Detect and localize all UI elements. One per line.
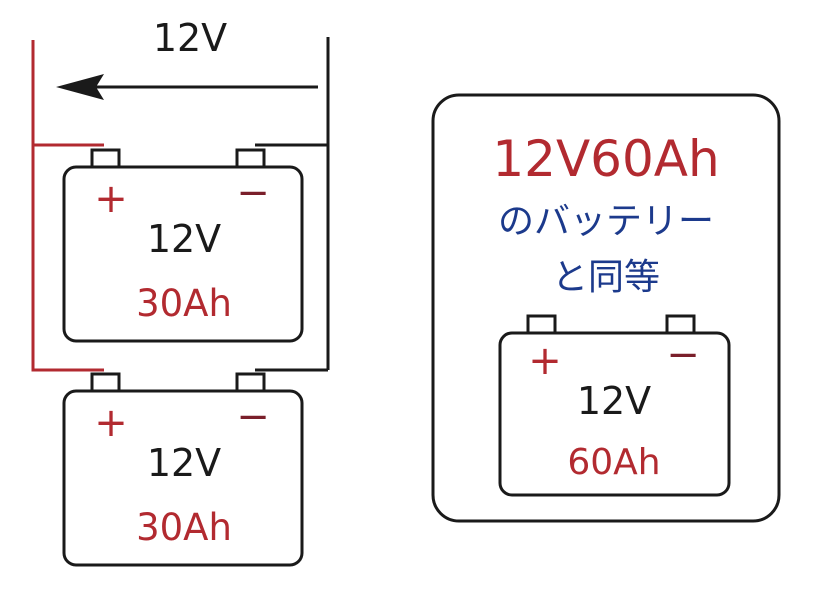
- battery-bottom-body: [62, 389, 304, 567]
- battery-equivalent-body: [498, 331, 731, 497]
- battery-bottom-voltage: 12V: [147, 441, 221, 485]
- total-voltage-label: 12V: [153, 16, 227, 60]
- battery-bottom-plus-sign: +: [94, 400, 128, 446]
- battery-top-body: [62, 165, 304, 343]
- battery-equivalent-voltage: 12V: [577, 379, 651, 423]
- equivalent-line2: と同等: [552, 257, 660, 298]
- battery-top-negative-terminal: [235, 148, 266, 169]
- battery-equivalent-capacity: 60Ah: [567, 442, 660, 483]
- battery-equivalent-plus-sign: +: [528, 338, 562, 384]
- equivalent-headline: 12V60Ah: [492, 130, 719, 188]
- battery-bottom: + − 12V 30Ah: [62, 372, 304, 567]
- battery-top-minus-sign: −: [236, 170, 270, 216]
- battery-top-capacity: 30Ah: [136, 282, 232, 325]
- battery-equivalent: + − 12V 60Ah: [498, 314, 731, 497]
- positive-wire: [31, 143, 104, 372]
- battery-top: + − 12V 30Ah: [62, 148, 304, 343]
- battery-top-plus-sign: +: [94, 176, 128, 222]
- arrow-head-icon: [56, 74, 104, 100]
- battery-top-voltage: 12V: [147, 217, 221, 261]
- equivalent-line1: のバッテリー: [498, 201, 714, 242]
- battery-bottom-positive-terminal: [90, 372, 121, 393]
- battery-equivalent-positive-terminal: [526, 314, 557, 335]
- battery-bottom-negative-terminal: [235, 372, 266, 393]
- battery-equivalent-minus-sign: −: [666, 332, 700, 378]
- battery-bottom-capacity: 30Ah: [136, 506, 232, 549]
- battery-top-positive-terminal: [90, 148, 121, 169]
- battery-equivalent-negative-terminal: [665, 314, 696, 335]
- battery-bottom-minus-sign: −: [236, 394, 270, 440]
